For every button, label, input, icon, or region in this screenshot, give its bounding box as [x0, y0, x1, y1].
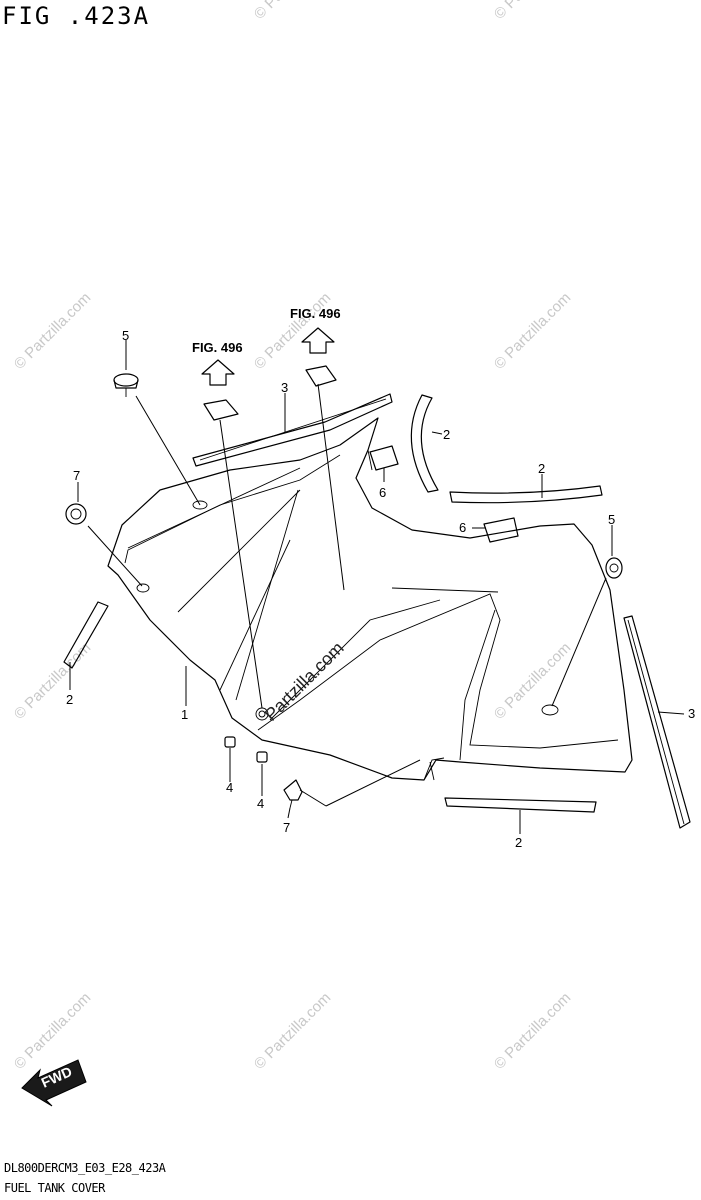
watermark: © Partzilla.com: [251, 989, 334, 1072]
fig-ref-label: FIG. 496: [290, 306, 341, 321]
watermark: © Partzilla.com: [251, 0, 334, 23]
center-watermark: Partzilla.com: [261, 638, 348, 725]
leader-lines: [69, 340, 685, 834]
part-3-right-trim: [623, 615, 691, 829]
callout-5: 5: [122, 328, 129, 343]
watermark: © Partzilla.com: [11, 289, 94, 372]
callout-2: 2: [515, 835, 522, 850]
part-2-seals: [63, 394, 603, 813]
callout-2: 2: [443, 427, 450, 442]
callout-3: 3: [281, 380, 288, 395]
callout-1: 1: [181, 707, 188, 722]
callout-5: 5: [608, 512, 615, 527]
part-3-upper-trim: [192, 393, 393, 467]
callout-labels: 5 3 2 7 6 2 6 5 2 1 4 4 7 3 2: [66, 328, 695, 850]
fig-ref-left: FIG. 496: [192, 340, 243, 421]
part-5-fasteners: [113, 373, 623, 579]
part-6-cushions: [369, 445, 519, 543]
figure-caption: FUEL TANK COVER: [4, 1181, 105, 1195]
watermark: © Partzilla.com: [491, 0, 574, 23]
figure-title: FIG .423A: [2, 2, 151, 30]
watermark: © Partzilla.com: [491, 639, 574, 722]
callout-2: 2: [538, 461, 545, 476]
part-1-fuel-tank-cover: Partzilla.com: [107, 417, 633, 781]
parts-diagram: © Partzilla.com © Partzilla.com © Partzi…: [11, 0, 695, 1107]
callout-3: 3: [688, 706, 695, 721]
fwd-badge: FWD: [21, 1059, 87, 1107]
callout-4: 4: [257, 796, 264, 811]
watermark: © Partzilla.com: [491, 289, 574, 372]
fig-ref-label: FIG. 496: [192, 340, 243, 355]
callout-6: 6: [459, 520, 466, 535]
fig-ref-right: FIG. 496: [290, 306, 341, 387]
callout-4: 4: [226, 780, 233, 795]
part-7-grommet-clip: [65, 503, 303, 809]
callout-6: 6: [379, 485, 386, 500]
watermark: © Partzilla.com: [491, 989, 574, 1072]
callout-7: 7: [283, 820, 290, 835]
callout-7: 7: [73, 468, 80, 483]
part-4-studs: [224, 736, 268, 763]
model-code: DL800DERCM3_E03_E28_423A: [4, 1161, 166, 1175]
callout-2: 2: [66, 692, 73, 707]
watermark: © Partzilla.com: [11, 989, 94, 1072]
watermark-layer: © Partzilla.com © Partzilla.com © Partzi…: [11, 0, 574, 1073]
